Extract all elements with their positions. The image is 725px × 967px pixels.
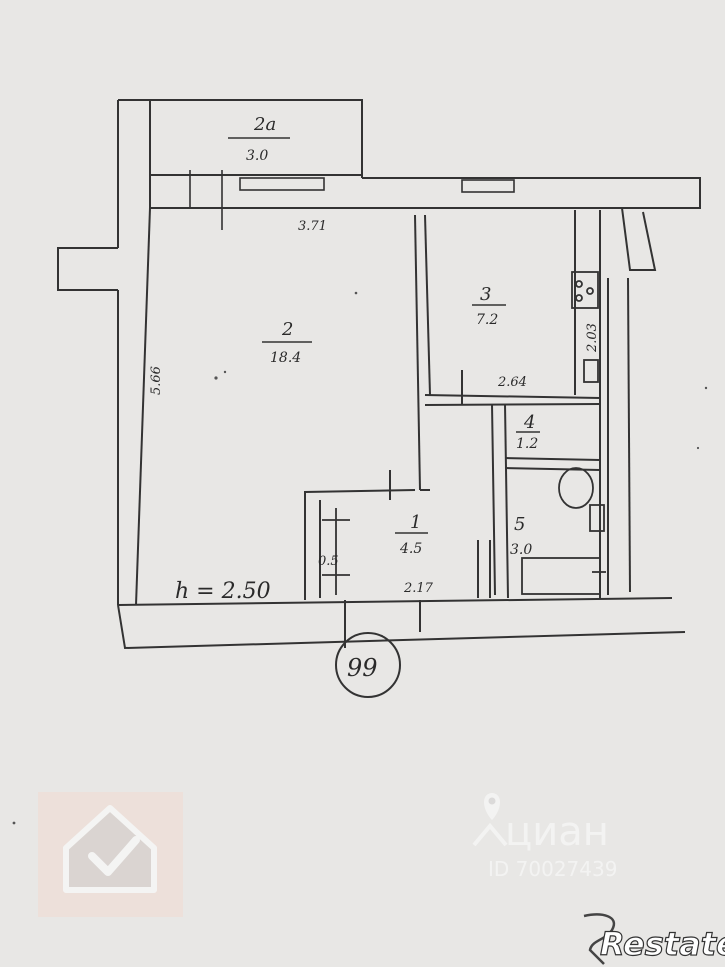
kitchen-appliance-icon — [583, 359, 599, 383]
room-1-area: 4.5 — [399, 541, 422, 557]
door-marks — [344, 370, 491, 648]
room-2a-number: 2a — [253, 114, 276, 135]
watermark-brand: циан — [505, 809, 609, 855]
location-pin-icon — [484, 793, 500, 820]
watermark-house-logo — [38, 792, 183, 917]
room-2a-area: 3.0 — [246, 148, 268, 164]
dim-left-height: 5.66 — [149, 366, 164, 395]
room-2-area: 18.4 — [270, 350, 301, 366]
fixtures — [322, 271, 606, 595]
stove-icon — [571, 271, 599, 309]
room-4-area: 1.2 — [516, 436, 538, 452]
apartment-number-badge: 99 — [335, 632, 401, 698]
dim-closet-depth: 0.5 — [318, 554, 339, 569]
window-room — [239, 177, 325, 191]
window-kitchen — [461, 179, 515, 193]
restate-logo: Restate — [583, 913, 725, 965]
sink-icon — [589, 504, 605, 532]
room-1-number: 1 — [410, 512, 421, 533]
room-4-number: 4 — [523, 412, 535, 433]
dim-hall-width: 2.17 — [403, 581, 434, 596]
dimension-labels: 3.71 5.66 2.64 2.03 2.17 0.5 — [149, 219, 600, 596]
dim-kitchen-width: 2.64 — [497, 375, 527, 390]
bathtub-icon — [521, 557, 601, 595]
dim-kitchen-height: 2.03 — [585, 323, 600, 353]
walls — [57, 99, 701, 650]
room-3-area: 7.2 — [476, 312, 498, 328]
room-labels: 2a 3.0 2 18.4 3 7.2 4 1.2 1 4.5 5 3.0 — [228, 114, 540, 558]
watermark-cian: циан ID 70027439 — [472, 793, 617, 881]
apartment-number: 99 — [347, 654, 378, 682]
toilet-icon — [558, 467, 594, 509]
windows — [189, 170, 515, 230]
ceiling-height-note: h = 2.50 — [175, 579, 271, 604]
room-3-number: 3 — [480, 284, 491, 305]
restate-wordmark: Restate — [600, 925, 725, 963]
paper-specks — [12, 291, 708, 825]
room-5-number: 5 — [514, 514, 525, 535]
dim-top-width: 3.71 — [298, 219, 327, 234]
room-5-area: 3.0 — [510, 542, 532, 558]
room-2-number: 2 — [281, 319, 293, 340]
watermark-id: ID 70027439 — [488, 857, 617, 881]
